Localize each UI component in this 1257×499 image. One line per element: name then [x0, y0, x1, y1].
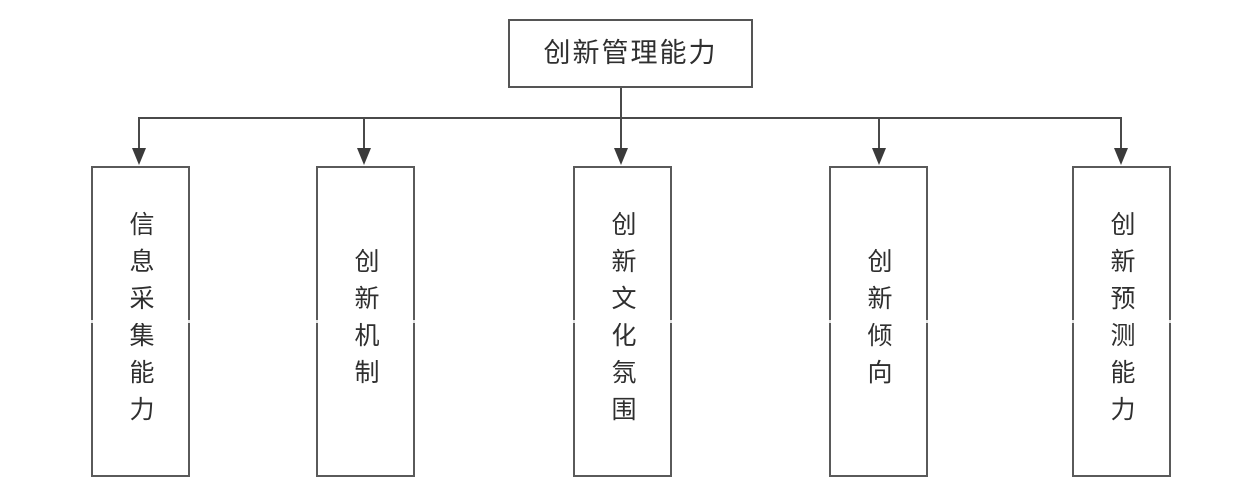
arrow-down-icon-1: [132, 148, 146, 165]
arrow-down-icon-4: [872, 148, 886, 165]
horizontal-bus-connector: [138, 117, 1122, 119]
root-node-innovation-management-capability[interactable]: 创新管理能力: [508, 19, 753, 88]
arrow-down-icon-2: [357, 148, 371, 165]
root-node-label: 创新管理能力: [543, 38, 718, 69]
leaf-node-5-label: 创新预测能力: [1107, 210, 1136, 433]
leaf-node-5[interactable]: 创新预测能力: [1072, 166, 1171, 477]
leaf-node-1[interactable]: 信息采集能力: [91, 166, 190, 477]
root-stem-connector: [620, 88, 622, 118]
leaf-node-1-label: 信息采集能力: [126, 210, 155, 433]
leaf-node-4-label: 创新倾向: [864, 247, 893, 396]
leaf-node-2-label: 创新机制: [351, 247, 380, 396]
leaf-node-3-label: 创新文化氛围: [608, 210, 637, 433]
branch-connector-1: [138, 117, 140, 150]
arrow-down-icon-3: [614, 148, 628, 165]
branch-connector-2: [363, 117, 365, 150]
leaf-node-2[interactable]: 创新机制: [316, 166, 415, 477]
arrow-down-icon-5: [1114, 148, 1128, 165]
branch-connector-4: [878, 117, 880, 150]
branch-connector-3: [620, 117, 622, 150]
leaf-node-4[interactable]: 创新倾向: [829, 166, 928, 477]
branch-connector-5: [1120, 117, 1122, 150]
leaf-node-3[interactable]: 创新文化氛围: [573, 166, 672, 477]
